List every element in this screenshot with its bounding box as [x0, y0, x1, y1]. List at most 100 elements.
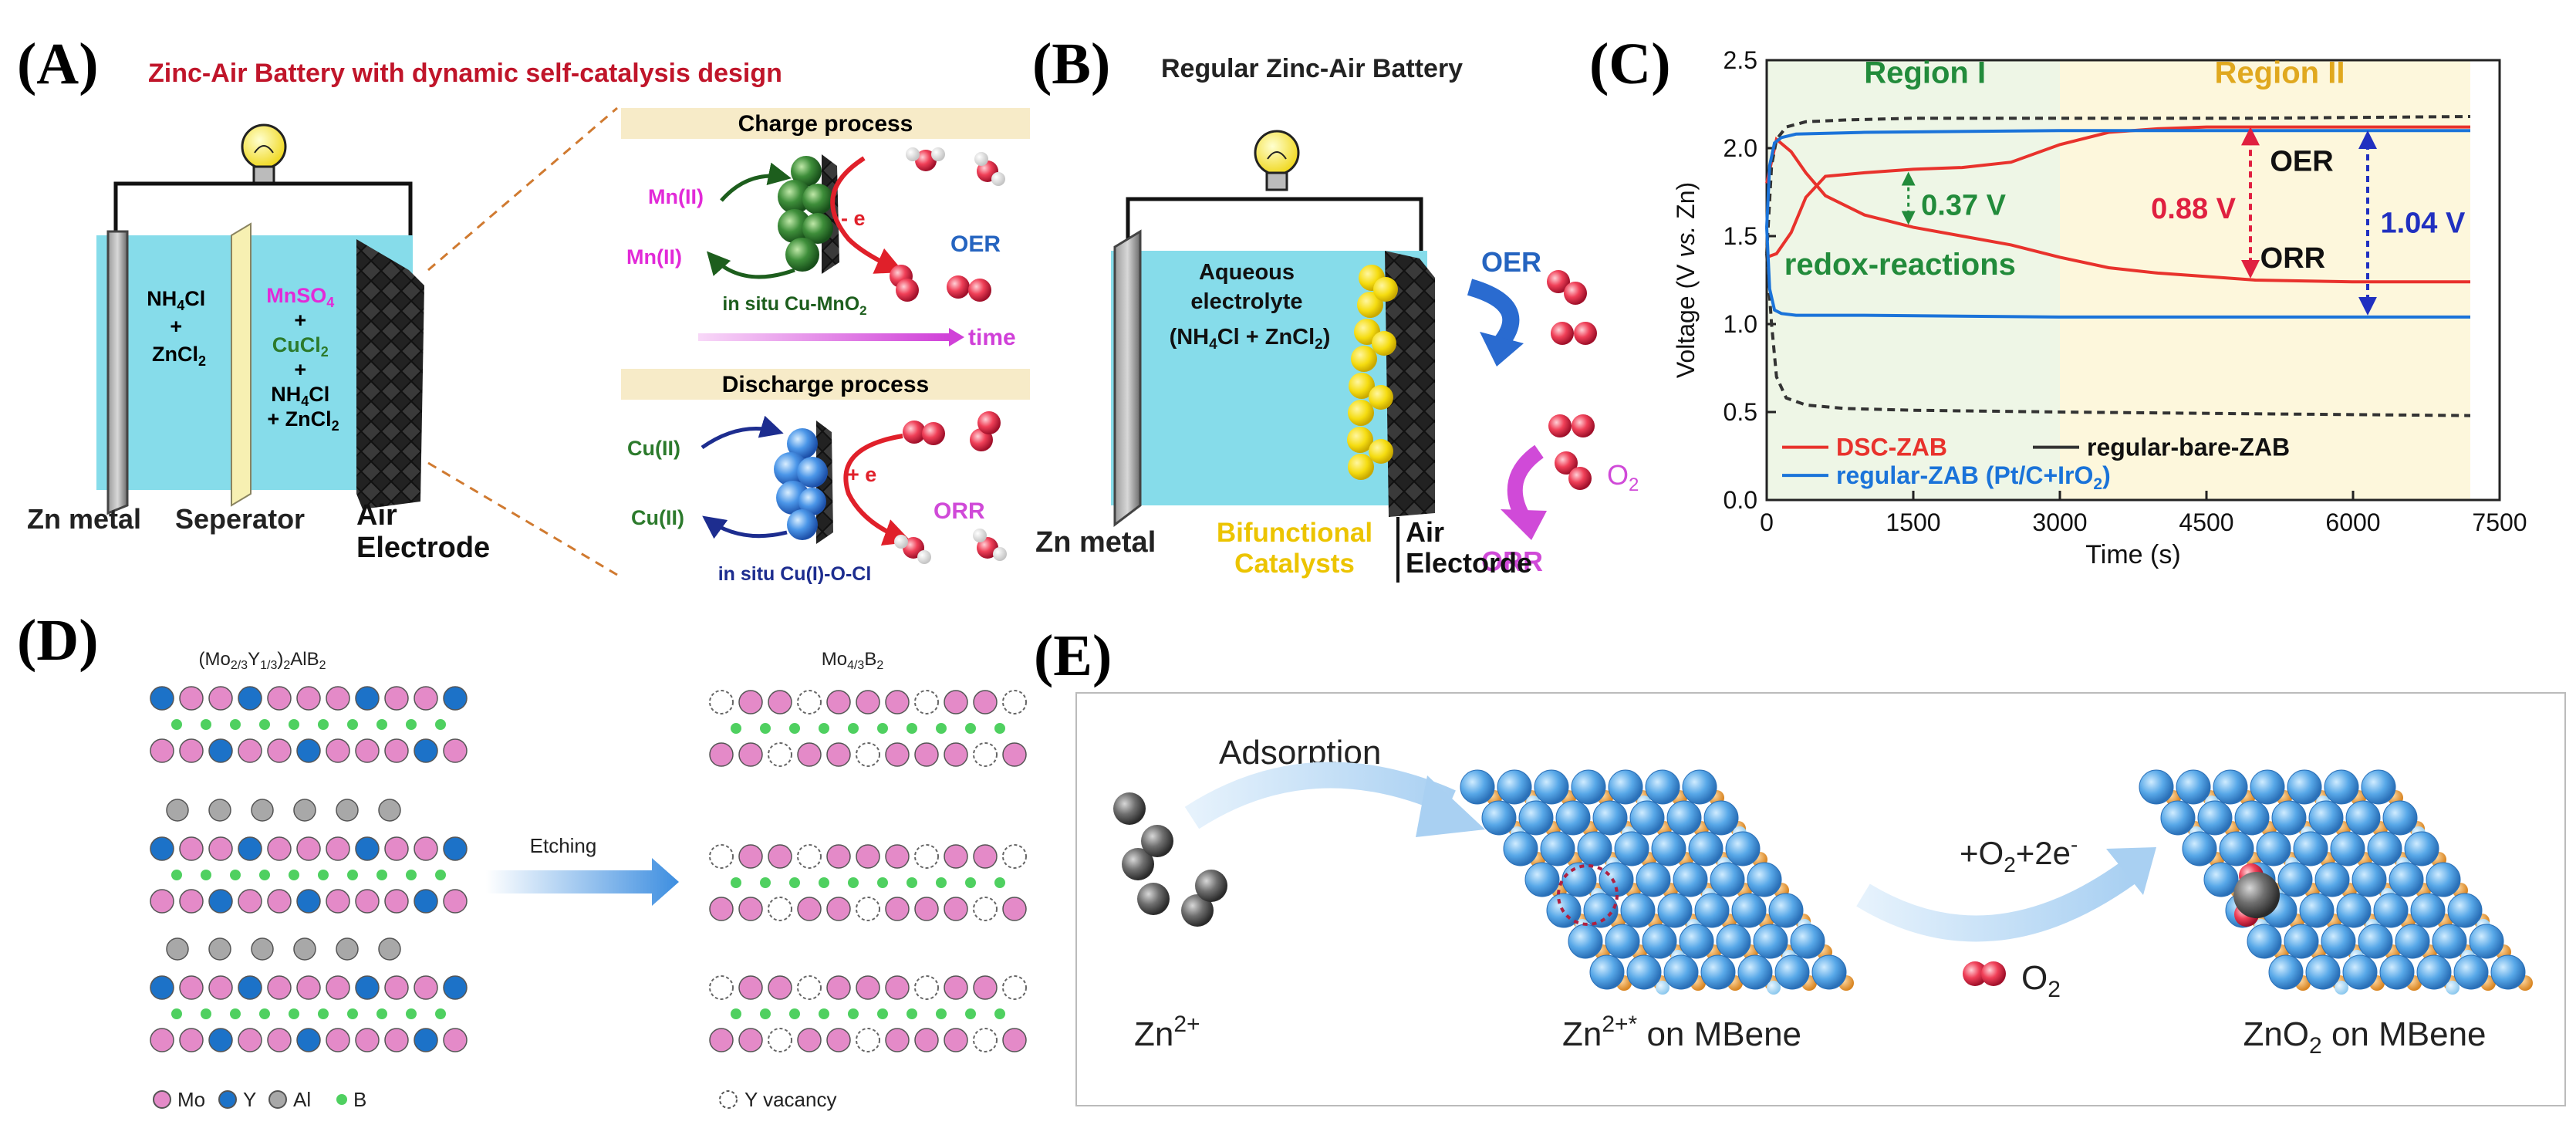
b-atom: [435, 1008, 446, 1019]
y-atom: [414, 889, 438, 914]
series-line-4: [1765, 129, 2470, 228]
series-line-2: [1765, 115, 2471, 254]
y-vacancy: [856, 742, 880, 767]
d-left-title: (Mo2/3Y1/3)2AlB2: [198, 649, 326, 672]
metal-atom: [2447, 893, 2483, 928]
mo-atom: [914, 1028, 939, 1052]
mo-atom: [296, 686, 321, 711]
al-atom: [208, 799, 231, 822]
air-electrode: [356, 239, 424, 509]
b-atom: [406, 719, 417, 730]
zn-metal-plate: [106, 230, 129, 515]
y-vacancy: [768, 1028, 792, 1052]
metal-atom: [1753, 924, 1788, 959]
mo-atom: [443, 738, 468, 763]
mo-atom: [179, 975, 204, 1000]
y-atom: [443, 686, 468, 711]
y-atom: [296, 889, 321, 914]
sub-layer-atom: [1656, 981, 1670, 995]
lattice-parent: [150, 686, 468, 1052]
separator-label: Seperator: [175, 503, 305, 535]
mn-bottom-label: Mn(II): [626, 245, 682, 269]
metal-atom: [2379, 954, 2415, 990]
mo-atom: [738, 975, 763, 1000]
y-atom: [150, 836, 174, 861]
legend-mo: Mo: [177, 1088, 205, 1111]
mo-atom: [208, 975, 233, 1000]
series-line-3: [1765, 253, 2471, 417]
b-electrolyte-text: Aqueous electrolyte (NH4Cl + ZnCl2): [1170, 260, 1331, 353]
cu-adsorb-arrow: [701, 415, 784, 450]
metal-atom: [1524, 862, 1560, 897]
sub-layer-atom: [2335, 981, 2348, 995]
x-tick-label: 6000: [2325, 508, 2380, 536]
y-vacancy: [709, 975, 734, 1000]
charge-catalyst: in situ Cu-MnO2: [722, 293, 866, 318]
mo-atom: [414, 836, 438, 861]
discharge-orr: ORR: [934, 498, 985, 524]
mo-atom: [238, 738, 262, 763]
y-tick-label: 2.0: [1724, 134, 1757, 162]
metal-atom: [2345, 800, 2381, 836]
mo-atom: [267, 686, 292, 711]
mo-atom: [179, 889, 204, 914]
mo-atom: [885, 1028, 910, 1052]
metal-atom: [2382, 800, 2418, 836]
y-atom: [443, 975, 468, 1000]
b-atom: [848, 723, 859, 734]
mo-atom: [384, 686, 409, 711]
y-axis-label: Voltage (V vs. Zn): [1672, 182, 1700, 378]
metal-atom: [1768, 893, 1804, 928]
metal-atom: [1716, 924, 1751, 959]
y-vacancy: [768, 897, 792, 921]
circuit-wire: [1126, 197, 1423, 255]
al-atom: [208, 937, 231, 961]
b-atom: [760, 723, 771, 734]
region-2-label: Region II: [2215, 56, 2345, 90]
b-atom: [318, 1008, 329, 1019]
y-vacancy: [973, 897, 998, 921]
b-atom: [936, 1008, 947, 1019]
b-swatch: [336, 1094, 347, 1105]
y-atom: [443, 836, 468, 861]
metal-atom: [2324, 769, 2359, 805]
adsorption-site-marker: [1557, 864, 1619, 926]
oxygen-molecule-icon: [903, 411, 1001, 451]
metal-atom: [1555, 800, 1591, 836]
y-vacancy: [709, 690, 734, 714]
zno2-label: ZnO2 on MBene: [2243, 1015, 2486, 1059]
y-swatch: [218, 1090, 237, 1109]
region-1-label: Region I: [1864, 56, 1986, 90]
y-atom: [355, 975, 380, 1000]
cu-release-arrow: [702, 515, 788, 539]
lattice-etched: [709, 690, 1027, 1052]
zoom-line-top: [427, 106, 618, 272]
zn-ions: [1113, 792, 1227, 927]
legend-y: Y: [243, 1088, 256, 1111]
metal-atom: [1636, 862, 1671, 897]
mo-atom: [267, 975, 292, 1000]
charge-header: [621, 108, 1030, 139]
metal-atom: [2305, 954, 2341, 990]
y-vacancy: [914, 844, 939, 869]
orr-electron-arrow: [843, 434, 912, 546]
mo-atom: [885, 742, 910, 767]
mo-atom: [267, 738, 292, 763]
b-atom: [965, 877, 976, 888]
al-atom: [336, 799, 359, 822]
metal-atom: [1503, 831, 1538, 866]
b-atom: [731, 723, 741, 734]
mo-atom: [738, 844, 763, 869]
mo-atom: [355, 738, 380, 763]
al-swatch: [268, 1090, 287, 1109]
metal-atom: [2410, 893, 2446, 928]
panel-d-label: (D): [17, 608, 99, 673]
y-atom: [208, 889, 233, 914]
metal-atom: [2182, 831, 2217, 866]
metal-atom: [1679, 924, 1714, 959]
metal-atom: [2373, 893, 2409, 928]
metal-atom: [1497, 769, 1532, 805]
mo-atom: [355, 1028, 380, 1052]
panel-a: (A) Zinc-Air Battery with dynamic self-c…: [17, 32, 1030, 585]
